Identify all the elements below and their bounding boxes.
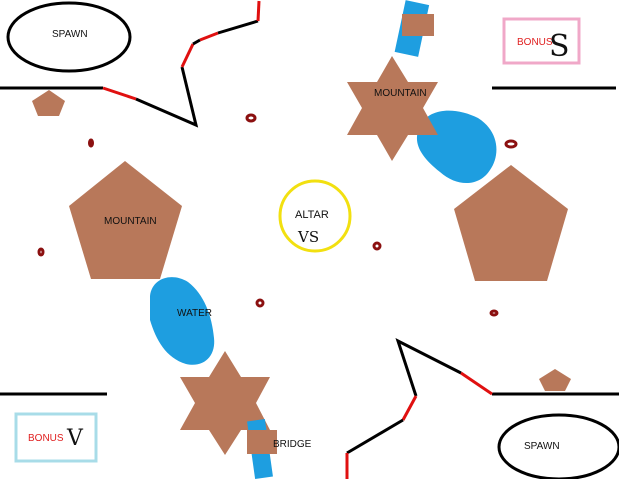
altar[interactable]: ALTAR VS (278, 179, 352, 253)
small-rock-top-left (32, 90, 65, 116)
spawn-top-label: SPAWN (52, 29, 88, 40)
bonus-top-right[interactable]: BONUS S (502, 17, 581, 65)
mountain-star-bottom-left[interactable] (180, 351, 270, 455)
wall-bottom-right (345, 338, 619, 479)
mountain-left-label: MOUNTAIN (104, 216, 157, 227)
marker (88, 138, 94, 148)
bridge-label: BRIDGE (273, 439, 312, 450)
mountain-star-top-right[interactable]: MOUNTAIN (347, 56, 438, 161)
mountain-pentagon-left[interactable]: MOUNTAIN (69, 161, 182, 279)
marker (372, 241, 382, 251)
altar-vs: VS (297, 228, 319, 246)
marker (255, 298, 265, 308)
marker (504, 139, 518, 149)
marker (37, 247, 45, 257)
spawn-bottom-right[interactable]: SPAWN (497, 413, 619, 479)
water-center-left[interactable]: WATER (150, 277, 215, 365)
water-top-right[interactable] (394, 0, 497, 184)
bonus-top-label: BONUS (517, 37, 553, 48)
marker (489, 309, 499, 317)
bonus-bottom-left[interactable]: BONUS V (14, 412, 98, 463)
water-label: WATER (177, 308, 212, 319)
spawn-bottom-label: SPAWN (524, 441, 560, 452)
bonus-top-mark: S (549, 29, 570, 64)
mountain-pentagon-right[interactable] (454, 165, 568, 281)
mountain-right-label: MOUNTAIN (374, 88, 427, 99)
marker (245, 113, 257, 123)
bridge-bottom[interactable]: BRIDGE (247, 419, 312, 479)
wall-top-left (0, 0, 261, 128)
markers (37, 113, 518, 317)
altar-label: ALTAR (295, 209, 329, 221)
bonus-bottom-mark: V (66, 426, 84, 451)
bonus-bottom-label: BONUS (28, 433, 64, 444)
spawn-top-left[interactable]: SPAWN (6, 1, 132, 73)
bridge-top-right (402, 14, 434, 36)
small-rock-bottom-right (539, 369, 571, 391)
